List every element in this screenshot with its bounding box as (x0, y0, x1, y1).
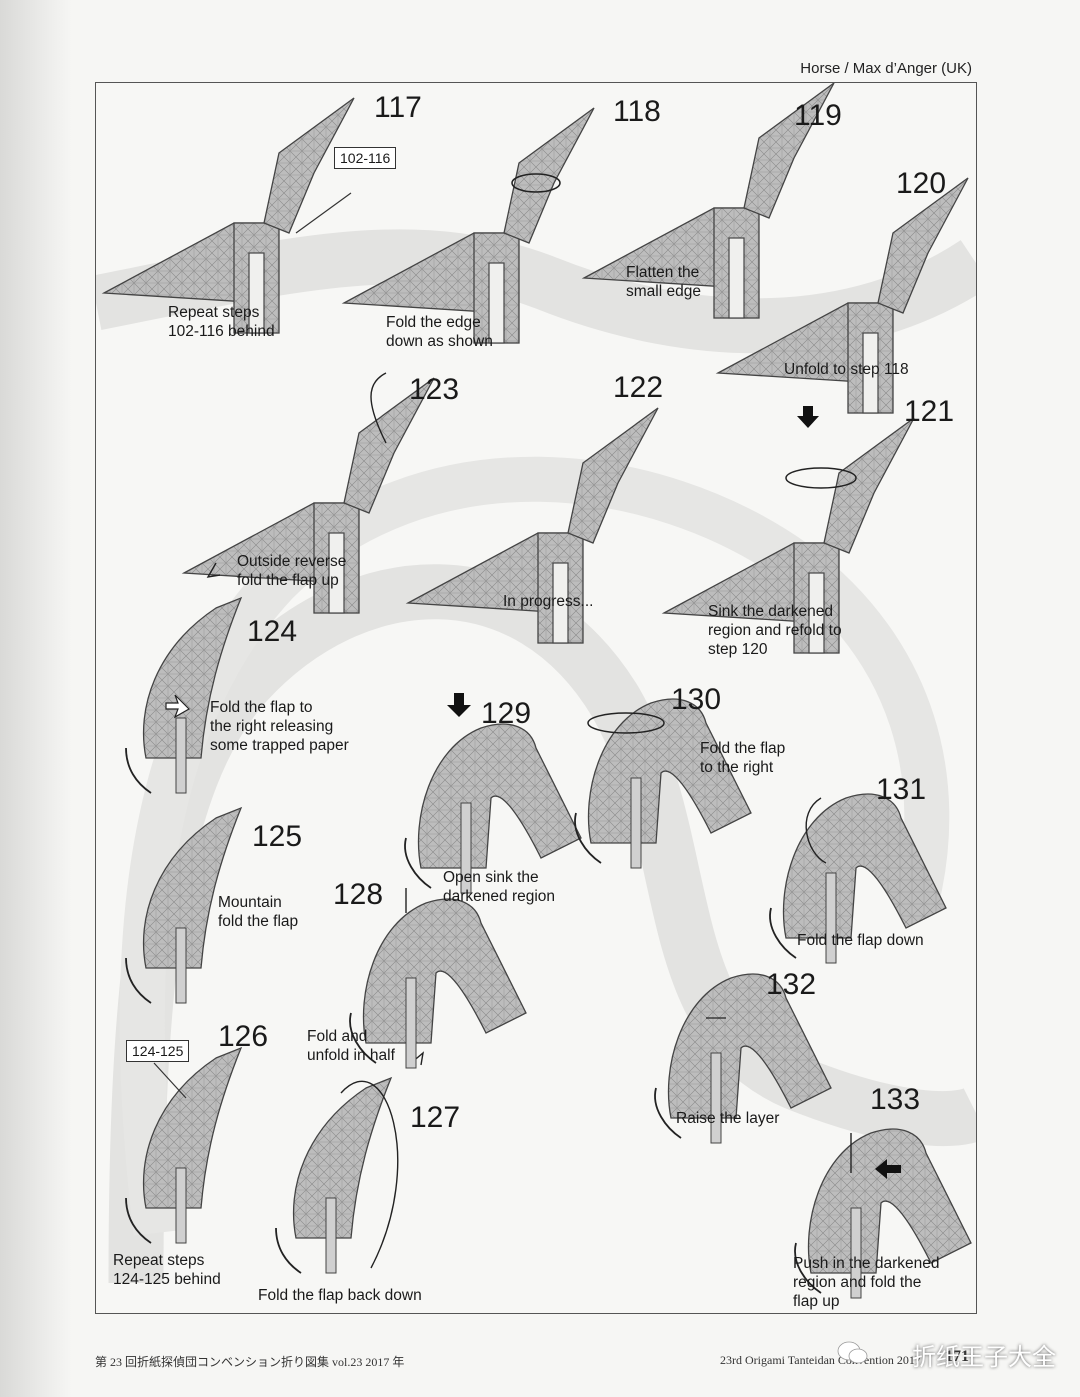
step-ref-126: 124-125 (126, 1040, 189, 1062)
step-number-130: 130 (671, 683, 721, 717)
caption-125: Mountain fold the flap (218, 893, 298, 931)
caption-119: Flatten the small edge (626, 263, 701, 301)
footer-right: 23rd Origami Tanteidan Convention 2017 (720, 1353, 921, 1368)
diagram-frame: 117 102-116 Repeat steps 102-116 behind … (95, 82, 977, 1314)
caption-129: Open sink the darkened region (443, 868, 555, 906)
caption-127: Fold the flap back down (258, 1286, 422, 1305)
step-number-121: 121 (904, 395, 954, 429)
push-arrow-121 (797, 406, 819, 428)
book-spine-shadow (0, 0, 72, 1397)
caption-122: In progress... (503, 592, 593, 611)
caption-131: Fold the flap down (797, 931, 924, 950)
caption-128: Fold and unfold in half (307, 1027, 395, 1065)
step-number-129: 129 (481, 697, 531, 731)
step-number-127: 127 (410, 1101, 460, 1135)
push-arrow-129 (447, 693, 471, 717)
step-number-132: 132 (766, 968, 816, 1002)
step-ref-117: 102-116 (334, 147, 396, 169)
footer-left: 第 23 回折紙探偵団コンベンション折り図集 vol.23 2017 年 (95, 1353, 404, 1370)
step-number-119: 119 (794, 99, 842, 133)
step-number-125: 125 (252, 820, 302, 854)
caption-123: Outside reverse fold the flap up (237, 552, 346, 590)
step-number-123: 123 (409, 373, 459, 407)
step-number-118: 118 (613, 95, 661, 129)
caption-132: Raise the layer (676, 1109, 779, 1128)
step-number-120: 120 (896, 167, 946, 201)
step-number-126: 126 (218, 1020, 268, 1054)
step-number-124: 124 (247, 615, 297, 649)
watermark-text: 折纸王子大全 (912, 1337, 1056, 1372)
step-number-131: 131 (876, 773, 926, 807)
wechat-icon (836, 1340, 870, 1366)
step-number-133: 133 (870, 1083, 920, 1117)
caption-118: Fold the edge down as shown (386, 313, 493, 351)
caption-126: Repeat steps 124-125 behind (113, 1251, 221, 1289)
caption-117: Repeat steps 102-116 behind (168, 303, 275, 341)
step-number-117: 117 (374, 91, 422, 125)
step-number-122: 122 (613, 371, 663, 405)
caption-121: Sink the darkened region and refold to s… (708, 602, 842, 659)
caption-130: Fold the flap to the right (700, 739, 785, 777)
caption-120: Unfold to step 118 (784, 360, 909, 379)
step-number-128: 128 (333, 878, 383, 912)
page-header: Horse / Max d’Anger (UK) (800, 60, 972, 77)
diagram-127 (276, 1078, 391, 1273)
caption-124: Fold the flap to the right releasing som… (210, 698, 349, 755)
caption-133: Push in the darkened region and fold the… (793, 1254, 940, 1311)
